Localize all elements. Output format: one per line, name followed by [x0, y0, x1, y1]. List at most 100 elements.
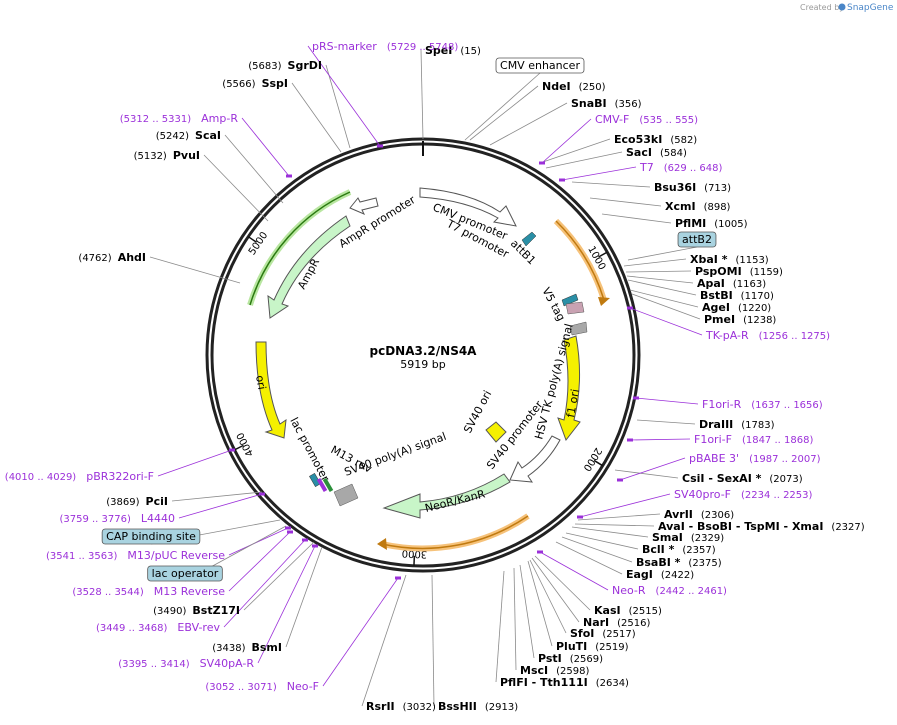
enzyme-leader-line	[420, 49, 424, 140]
primer-range: (3449 .. 3468)	[96, 623, 168, 634]
sv40-ori-marker	[485, 421, 507, 443]
enzyme-leader-line	[565, 532, 639, 550]
enzyme-position: (3032)	[403, 702, 436, 713]
primer-leader-line	[223, 539, 306, 628]
enzyme-name: Eco53kI	[614, 133, 662, 146]
enzyme-name: AhdI	[118, 251, 146, 264]
enzyme-leader-line	[627, 279, 697, 296]
primer-leader-line	[579, 493, 671, 518]
credit-brand: SnapGene	[847, 3, 894, 13]
xba-marker	[565, 301, 585, 315]
enzyme-position: (1159)	[750, 267, 783, 278]
primer-site-mark	[286, 174, 292, 178]
enzyme-position: (5683)	[248, 61, 281, 72]
enzyme-leader-line	[601, 213, 672, 224]
primer-range: (5729 .. 5748)	[387, 42, 459, 53]
tick-mark	[593, 459, 604, 467]
arrowhead-orange-2	[377, 538, 387, 550]
boxed-feature-box	[147, 565, 223, 582]
primer-name: EBV-rev	[177, 621, 220, 634]
primer-leader-line	[178, 493, 263, 519]
feature-leader-line	[464, 72, 541, 141]
enzyme-leader-line	[224, 134, 284, 204]
enzyme-name: SpeI	[425, 44, 452, 57]
leader-lines	[149, 45, 703, 707]
enzyme-position: (2327)	[831, 522, 864, 533]
boxed-feature-label: CAP binding site	[106, 530, 196, 543]
primer-name: Amp-R	[201, 112, 238, 125]
enzyme-leader-line	[513, 567, 517, 671]
enzyme-leader-line	[431, 574, 435, 707]
primer-name: Neo-R	[612, 584, 646, 597]
enzyme-name: PmeI	[704, 313, 735, 326]
enzyme-position: (584)	[660, 148, 687, 159]
enzyme-position: (2913)	[485, 702, 518, 713]
enzyme-name: EagI	[626, 568, 653, 581]
enzyme-name: PflFI - Tth111I	[500, 676, 588, 689]
ampr-promoter-arrow	[349, 197, 379, 215]
primer-site-mark	[627, 306, 633, 310]
enzyme-position: (3869)	[106, 497, 139, 508]
primer-range: (3052 .. 3071)	[205, 682, 277, 693]
enzyme-leader-line	[171, 491, 263, 502]
primer-leader-line	[629, 307, 703, 336]
enzyme-position: (1153)	[735, 255, 768, 266]
enzyme-name: AvaI - BsoBI - TspMI - XmaI	[658, 520, 823, 533]
enzyme-position: (1163)	[733, 279, 766, 290]
lac-operator-marker	[316, 477, 328, 493]
enzyme-position: (2375)	[688, 558, 721, 569]
plasmid-name: pcDNA3.2/NS4A	[370, 344, 478, 358]
enzyme-name: PvuI	[173, 149, 200, 162]
enzyme-position: (2422)	[661, 570, 694, 581]
enzyme-leader-line	[626, 275, 694, 284]
primer-leader-line	[561, 166, 637, 181]
primer-range: (1847 .. 1868)	[742, 435, 814, 446]
enzyme-leader-line	[577, 513, 661, 521]
enzyme-position: (2516)	[617, 618, 650, 629]
label-neor-kanr: NeoR/KanR	[424, 487, 487, 515]
enzyme-position: (1238)	[743, 315, 776, 326]
enzyme-leader-line	[519, 564, 535, 659]
feature-arc-orange-2	[381, 513, 530, 552]
enzyme-leader-line	[539, 138, 611, 164]
enzyme-position: (250)	[579, 82, 606, 93]
enzyme-name: CsiI - SexAI *	[682, 472, 762, 485]
primer-site-mark	[395, 576, 401, 580]
primer-leader-line	[635, 397, 699, 405]
boxed-feature-box	[101, 528, 201, 545]
enzyme-position: (15)	[460, 46, 481, 57]
label-sv40-polya: SV40 poly(A) signal	[343, 430, 448, 479]
enzyme-name: PspOMI	[695, 265, 742, 278]
enzyme-name: BsmI	[252, 641, 283, 654]
enzyme-position: (1220)	[738, 303, 771, 314]
enzyme-name: AgeI	[702, 301, 730, 314]
enzyme-leader-line	[531, 557, 580, 623]
boxed-feature-label: lac operator	[152, 567, 219, 580]
primer-range: (1987 .. 2007)	[749, 454, 821, 465]
enzyme-leader-line	[571, 181, 651, 188]
enzyme-leader-line	[469, 85, 539, 141]
enzyme-name: BssHII	[438, 700, 477, 713]
cap-binding-marker	[309, 472, 321, 488]
enzyme-position: (2569)	[570, 654, 603, 665]
enzyme-position: (2634)	[596, 678, 629, 689]
enzyme-leader-line	[529, 559, 567, 634]
sv40-promoter-arrow	[509, 435, 561, 483]
boxed-feature-box	[495, 57, 585, 74]
enzyme-leader-line	[149, 256, 241, 284]
primer-leader-line	[241, 117, 290, 177]
primer-name: pBR322ori-F	[86, 470, 154, 483]
boxed-feature-label: attB2	[682, 233, 712, 246]
ampr-arrow	[267, 215, 351, 319]
enzyme-leader-line	[545, 151, 623, 169]
hsv-tk-polya-marker	[569, 321, 588, 336]
boxed-feature-label: CMV enhancer	[500, 59, 580, 72]
enzyme-leader-line	[614, 469, 679, 479]
primer-range: (1637 .. 1656)	[751, 400, 823, 411]
primer-range: (535 .. 555)	[639, 115, 698, 126]
enzyme-name: ScaI	[195, 129, 221, 142]
primer-leader-line	[228, 527, 289, 556]
tick-mark	[247, 236, 257, 243]
enzyme-name: ApaI	[697, 277, 725, 290]
primer-site-mark	[537, 550, 543, 554]
